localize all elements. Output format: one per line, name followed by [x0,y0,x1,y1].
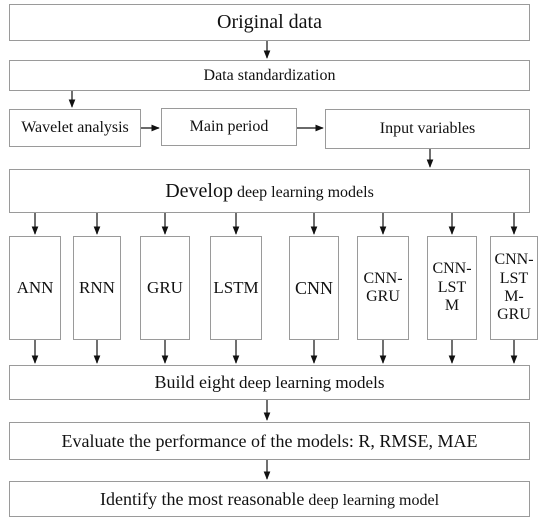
data-standardization-label: Data standardization [203,66,336,84]
model-cnn-box: CNN [289,236,339,340]
original-data-box: Original data [9,4,530,41]
input-variables-box: Input variables [325,109,530,149]
develop-prefix: Develop [165,179,233,202]
evaluate-label: Evaluate the performance of the models: … [61,430,478,451]
build-models-box: Build eight deep learning models [9,365,530,400]
build-suffix: deep learning models [239,373,385,392]
identify-suffix: deep learning model [308,491,440,509]
model-rnn-label: RNN [79,278,115,298]
data-standardization-box: Data standardization [9,60,530,91]
original-data-label: Original data [217,11,322,33]
develop-suffix: deep learning models [236,183,374,201]
main-period-box: Main period [161,108,297,146]
model-ann-box: ANN [9,236,61,340]
identify-label: Identify the most reasonable deep learni… [100,489,439,510]
input-variables-label: Input variables [379,120,476,137]
model-cnn-label: CNN [294,277,333,298]
evaluate-box: Evaluate the performance of the models: … [9,422,530,460]
model-gru-label: GRU [147,278,183,298]
model-ann-label: ANN [16,278,54,298]
model-rnn-box: RNN [73,236,121,340]
main-period-label: Main period [189,118,269,135]
wavelet-analysis-box: Wavelet analysis [9,109,141,147]
develop-models-label: Develop deep learning models [165,180,374,203]
model-gru-box: GRU [140,236,190,340]
model-cnn-gru-box: CNN-GRU [357,236,409,340]
build-prefix: Build eight [154,372,236,392]
identify-prefix: Identify the most reasonable [99,488,305,509]
build-models-label: Build eight deep learning models [155,372,385,393]
identify-box: Identify the most reasonable deep learni… [9,481,530,517]
model-cnn-gru-label: CNN-GRU [363,269,403,305]
model-lstm-label: LSTM [213,278,259,298]
wavelet-analysis-label: Wavelet analysis [21,119,129,136]
develop-models-box: Develop deep learning models [9,169,530,213]
model-lstm-box: LSTM [210,236,262,340]
